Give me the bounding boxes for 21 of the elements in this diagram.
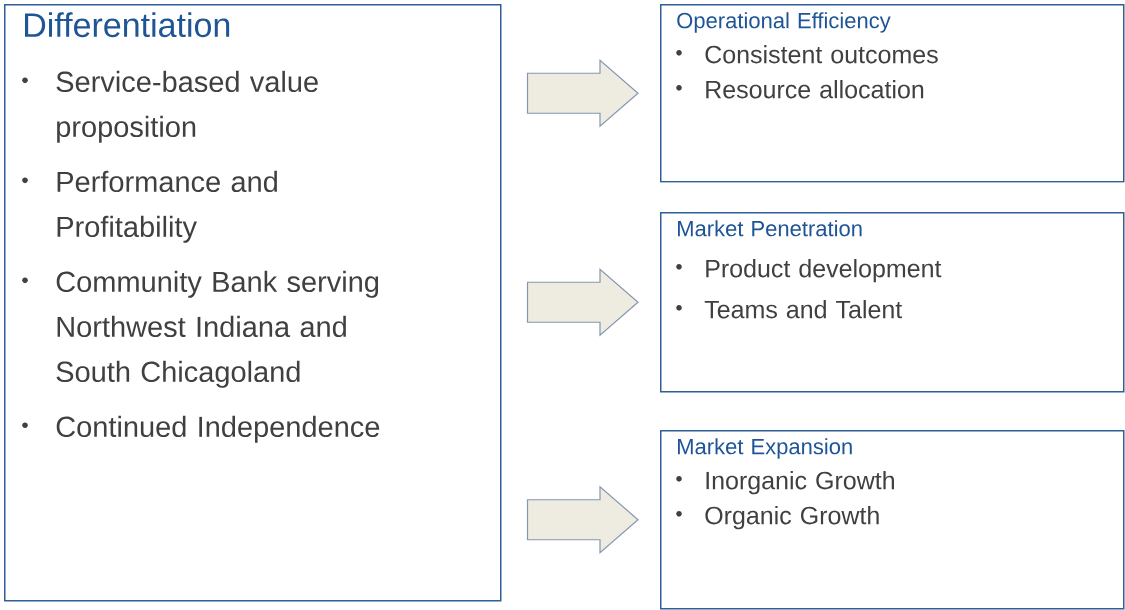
block-arrow	[526, 58, 639, 128]
text-box	[660, 430, 1125, 610]
box-heading: Market Penetration	[678, 220, 862, 237]
bullet-item: Teams and Talent	[676, 300, 903, 319]
box-heading: Market Expansion	[678, 438, 852, 459]
text-box	[660, 4, 1125, 183]
box-heading: Operational Efficiency	[677, 12, 891, 33]
bullet-item: Performance and Profitability	[22, 170, 277, 243]
bullet-item: Resource allocation	[676, 80, 924, 99]
bullet-item: Continued Independence	[22, 415, 380, 443]
block-arrow	[526, 485, 639, 555]
text-box	[4, 4, 502, 602]
bullet-item: Consistent outcomes	[676, 45, 938, 64]
text-box	[660, 212, 1125, 393]
bullet-item: Service-based value proposition	[22, 70, 318, 143]
block-arrow	[526, 267, 639, 337]
bullet-item: Organic Growth	[676, 506, 879, 530]
box-heading: Differentiation	[25, 12, 230, 38]
bullet-item: Inorganic Growth	[676, 471, 894, 495]
bullet-item: Community Bank serving Northwest Indiana and South Chicagoland	[22, 270, 379, 388]
bullet-item: Product development	[676, 259, 942, 283]
